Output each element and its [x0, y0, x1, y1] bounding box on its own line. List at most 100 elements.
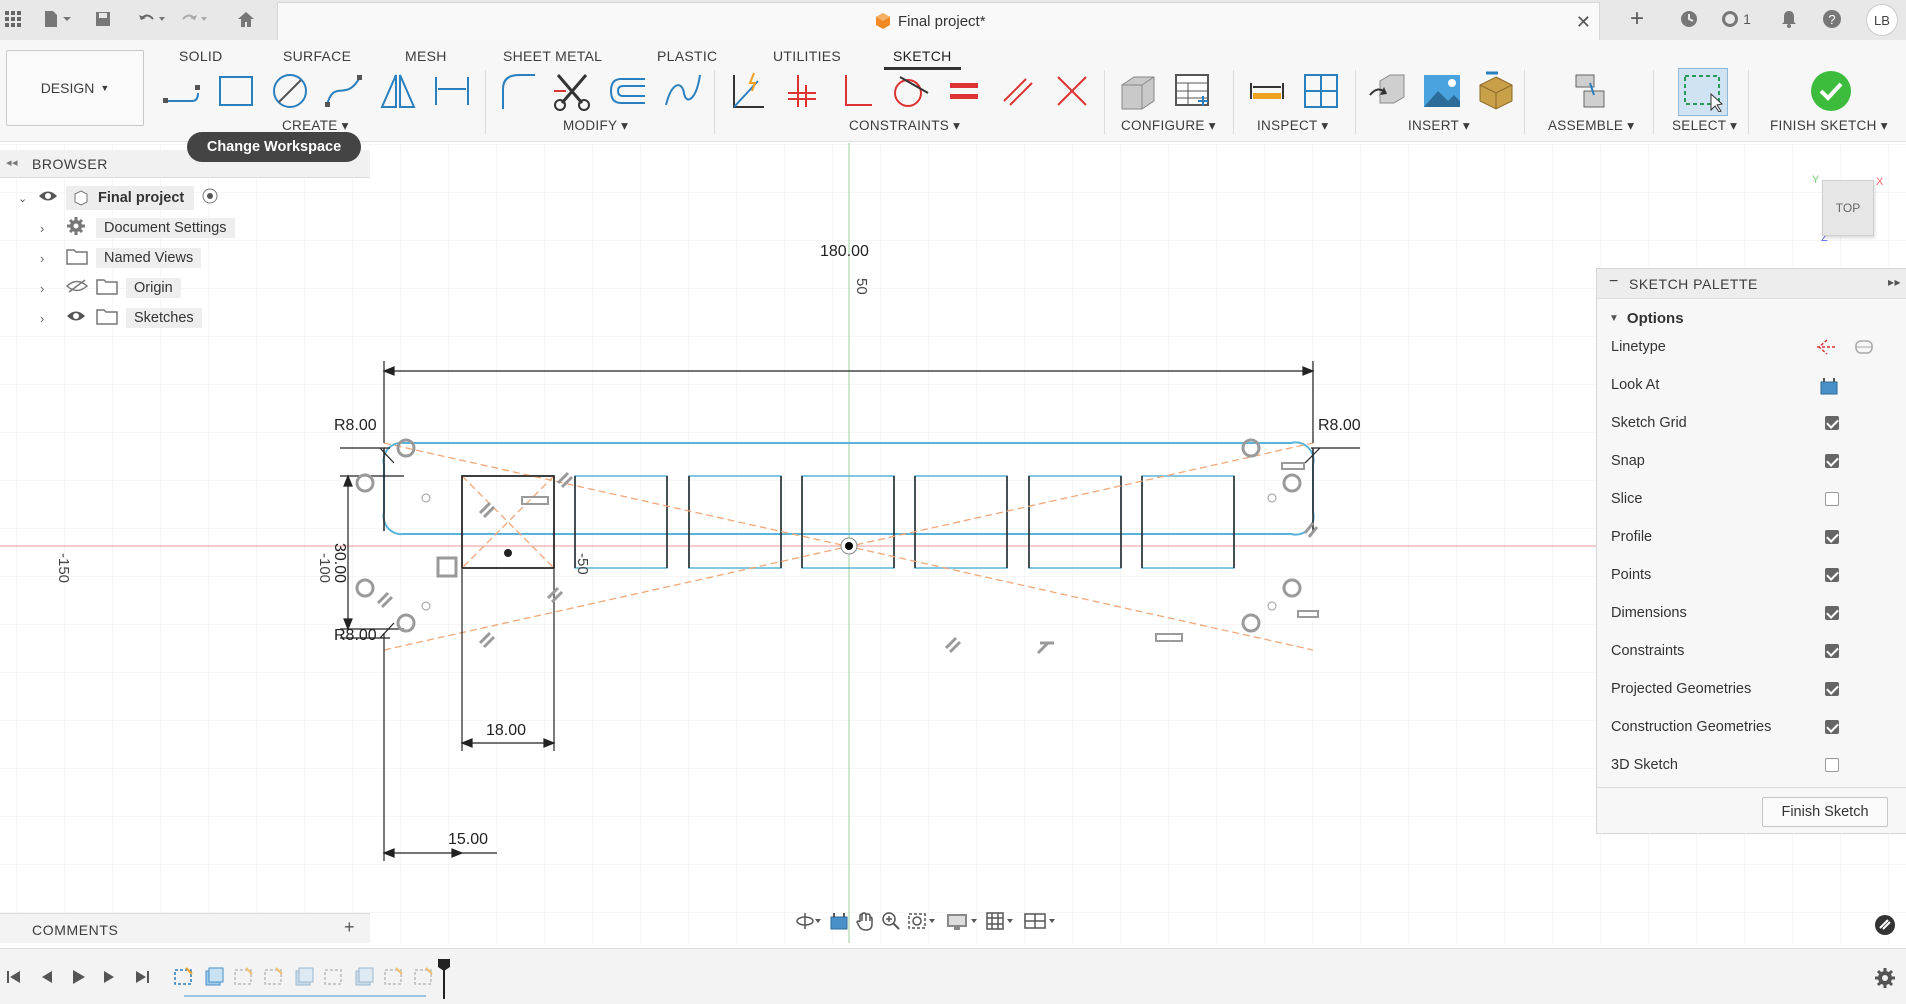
constraints-group-label[interactable]: CONSTRAINTS ▾ [849, 118, 961, 133]
sketch-grid-checkbox[interactable] [1825, 416, 1839, 430]
mirror-tool-icon[interactable] [376, 70, 420, 112]
look-at-icon[interactable] [1819, 377, 1839, 399]
go-to-start-icon[interactable] [6, 969, 22, 990]
go-to-end-icon[interactable] [134, 969, 150, 990]
sketch-drawing[interactable] [0, 143, 1906, 943]
home-icon[interactable] [233, 6, 259, 32]
line-tool-icon[interactable] [160, 70, 204, 112]
inspect-group-label[interactable]: INSPECT ▾ [1257, 118, 1329, 133]
tree-item-root[interactable]: ⌄ Final project [18, 185, 218, 211]
perpendicular-constraint-icon[interactable] [834, 70, 878, 112]
step-forward-icon[interactable] [102, 969, 118, 990]
chevron-right-icon[interactable]: › [40, 220, 45, 236]
dimension-slot-width[interactable]: 18.00 [486, 722, 527, 739]
dimension-radius-top-left[interactable]: R8.00 [334, 417, 377, 434]
dimension-offset[interactable]: 15.00 [448, 831, 489, 848]
profile-checkbox[interactable] [1825, 530, 1839, 544]
tab-solid[interactable]: SOLID [179, 48, 223, 64]
display-settings-icon[interactable] [945, 911, 979, 936]
tree-item-document-settings[interactable]: › Document Settings [40, 215, 235, 241]
collinear-constraint-icon[interactable] [1050, 70, 1094, 112]
construction-linetype-icon[interactable] [1815, 338, 1837, 360]
timeline-marker[interactable] [437, 959, 451, 1004]
options-section-header[interactable]: ▼ Options [1609, 305, 1684, 331]
spline-tool-icon[interactable] [322, 70, 366, 112]
modify-group-label[interactable]: MODIFY ▾ [563, 118, 629, 133]
configure-cube-icon[interactable] [1116, 70, 1160, 112]
orbit-icon[interactable] [795, 911, 823, 936]
3d-sketch-checkbox[interactable] [1825, 758, 1839, 772]
timeline-sketch-icon[interactable] [322, 965, 346, 994]
tab-utilities[interactable]: UTILITIES [773, 48, 842, 64]
workspace-switcher-button[interactable]: DESIGN ▼ [6, 50, 144, 126]
timeline-sketch-icon[interactable] [412, 965, 436, 994]
look-at-nav-icon[interactable] [829, 911, 849, 936]
fillet-tool-icon[interactable] [495, 70, 539, 112]
finish-sketch-check-icon[interactable] [1809, 70, 1853, 112]
timeline-extrude-icon[interactable] [292, 965, 316, 994]
file-menu-icon[interactable] [38, 6, 78, 32]
coincident-constraint-icon[interactable] [780, 70, 824, 112]
select-tool-icon[interactable] [1678, 68, 1728, 116]
notifications-counter[interactable]: 1 [1718, 6, 1754, 32]
chevron-down-icon[interactable]: ⌄ [18, 192, 28, 205]
sketch-canvas[interactable]: 180.00 R8.00 R8.00 R8.00 30.00 18.00 15.… [0, 143, 1906, 943]
timeline-extrude-icon[interactable] [352, 965, 376, 994]
step-back-icon[interactable] [38, 969, 54, 990]
slot-center-point[interactable] [504, 549, 512, 557]
radio-activate-icon[interactable] [202, 188, 218, 208]
insert-canvas-image-icon[interactable] [1420, 70, 1464, 112]
points-checkbox[interactable] [1825, 568, 1839, 582]
collapse-panel-icon[interactable]: ◂◂ [6, 157, 19, 169]
measure-icon[interactable] [1245, 70, 1289, 112]
configure-group-label[interactable]: CONFIGURE ▾ [1121, 118, 1216, 133]
viewports-icon[interactable] [1023, 911, 1057, 936]
configure-table-icon[interactable] [1170, 70, 1214, 112]
chevron-right-icon[interactable]: › [40, 280, 45, 296]
timeline-sketch-icon[interactable] [232, 965, 256, 994]
fit-window-icon[interactable] [907, 911, 939, 936]
curve-tool-icon[interactable] [660, 70, 704, 112]
eye-icon[interactable] [66, 310, 96, 326]
timeline-extrude-icon[interactable] [202, 965, 226, 994]
apps-grid-icon[interactable] [0, 6, 26, 32]
timeline-settings-gear-icon[interactable] [1874, 967, 1896, 994]
job-status-icon[interactable] [1676, 6, 1702, 32]
first-slot[interactable] [461, 475, 555, 569]
chevron-right-icon[interactable]: › [40, 310, 45, 326]
parallel-constraint-icon[interactable] [996, 70, 1040, 112]
finish-sketch-button[interactable]: Finish Sketch [1762, 797, 1888, 827]
auto-constrain-icon[interactable] [726, 70, 770, 112]
tree-item-sketches[interactable]: › Sketches [40, 305, 202, 331]
centerline-linetype-icon[interactable] [1853, 338, 1875, 360]
user-avatar[interactable]: LB [1866, 4, 1898, 36]
document-tab[interactable]: Final project* ✕ [277, 2, 1600, 40]
pan-hand-icon[interactable] [855, 911, 875, 936]
insert-group-label[interactable]: INSERT ▾ [1408, 118, 1470, 133]
dimension-tool-icon[interactable] [430, 70, 474, 112]
grid-settings-icon[interactable] [985, 911, 1017, 936]
collapse-minus-icon[interactable]: − [1609, 273, 1619, 290]
redo-icon[interactable] [176, 6, 212, 32]
play-icon[interactable] [70, 969, 86, 990]
undo-icon[interactable] [134, 6, 170, 32]
dimension-radius-top-right[interactable]: R8.00 [1318, 417, 1361, 434]
help-icon[interactable]: ? [1819, 6, 1845, 32]
tab-surface[interactable]: SURFACE [283, 48, 352, 64]
assemble-group-label[interactable]: ASSEMBLE ▾ [1548, 118, 1635, 133]
close-tab-icon[interactable]: ✕ [1575, 12, 1591, 32]
select-group-label[interactable]: SELECT ▾ [1672, 118, 1738, 133]
section-analysis-icon[interactable] [1299, 70, 1343, 112]
projected-geometries-checkbox[interactable] [1825, 682, 1839, 696]
eye-icon[interactable] [38, 190, 66, 206]
expand-panel-icon[interactable]: ▸▸ [1887, 275, 1901, 289]
tab-sketch[interactable]: SKETCH [884, 42, 961, 70]
add-comment-plus-icon[interactable]: + [344, 917, 356, 937]
dimension-overall-width[interactable]: 180.00 [820, 243, 869, 260]
tab-mesh[interactable]: MESH [405, 48, 447, 64]
component-label[interactable]: Final project [66, 186, 195, 210]
new-tab-plus-icon[interactable]: + [1629, 5, 1644, 32]
bell-icon[interactable] [1776, 6, 1802, 32]
construction-geometries-checkbox[interactable] [1825, 720, 1839, 734]
insert-derive-icon[interactable] [1366, 70, 1410, 112]
